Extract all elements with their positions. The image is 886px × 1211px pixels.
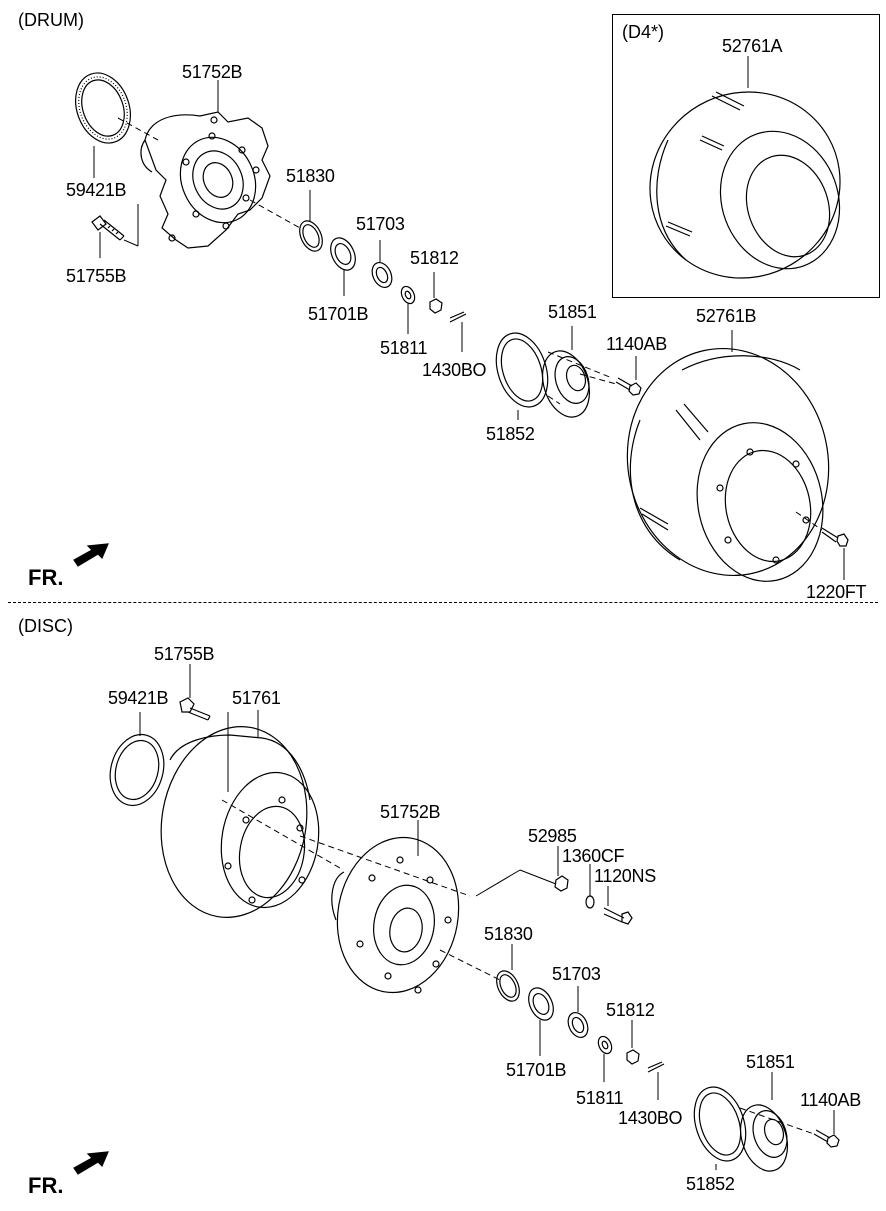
part-label-51811-drum: 51811 bbox=[380, 338, 428, 358]
part-label-52761A: 52761A bbox=[722, 36, 783, 56]
part-label-59421B-drum: 59421B bbox=[66, 180, 127, 200]
part-label-51812-disc: 51812 bbox=[606, 1000, 655, 1020]
part-label-51703-drum: 51703 bbox=[356, 214, 405, 234]
part-label-51755B-disc: 51755B bbox=[154, 644, 215, 664]
section-title-disc: (DISC) bbox=[18, 616, 73, 636]
part-label-51755B-drum: 51755B bbox=[66, 266, 127, 286]
variant-box bbox=[612, 14, 880, 298]
stud-bolt-drum bbox=[92, 216, 124, 240]
front-direction-label-drum: FR. bbox=[28, 565, 64, 590]
front-direction-label-disc: FR. bbox=[28, 1173, 64, 1198]
part-label-51811-disc: 51811 bbox=[576, 1088, 624, 1108]
part-label-1140AB-drum: 1140AB bbox=[606, 334, 667, 354]
hub-drum bbox=[141, 112, 270, 248]
part-label-1120NS: 1120NS bbox=[594, 866, 656, 886]
part-label-51701B-disc: 51701B bbox=[506, 1060, 567, 1080]
part-label-51701B-drum: 51701B bbox=[308, 304, 369, 324]
section-title-drum: (DRUM) bbox=[18, 10, 84, 30]
part-label-51703-disc: 51703 bbox=[552, 964, 601, 984]
part-label-1430BO-disc: 1430BO bbox=[618, 1108, 683, 1128]
part-label-52985: 52985 bbox=[528, 826, 577, 846]
part-label-51830-disc: 51830 bbox=[484, 924, 533, 944]
part-label-51851-disc: 51851 bbox=[746, 1052, 795, 1072]
part-label-51852-drum: 51852 bbox=[486, 424, 535, 444]
part-label-51851-drum: 51851 bbox=[548, 302, 597, 322]
part-label-51752B-disc: 51752B bbox=[380, 802, 441, 822]
part-label-1360CF: 1360CF bbox=[562, 846, 625, 866]
part-label-1220FT: 1220FT bbox=[806, 582, 867, 602]
part-label-51852-disc: 51852 bbox=[686, 1174, 735, 1194]
part-label-51830-drum: 51830 bbox=[286, 166, 335, 186]
part-label-51812-drum: 51812 bbox=[410, 248, 459, 268]
section-divider bbox=[8, 602, 878, 603]
part-label-51761: 51761 bbox=[232, 688, 281, 708]
part-label-51752B-drum: 51752B bbox=[182, 62, 243, 82]
front-arrow-disc bbox=[74, 1152, 108, 1174]
brake-rotor-disc bbox=[146, 715, 329, 929]
brake-drum-52761B bbox=[606, 330, 849, 595]
part-label-59421B-disc: 59421B bbox=[108, 688, 169, 708]
part-label-1140AB-disc: 1140AB bbox=[800, 1090, 861, 1110]
part-label-1430BO-drum: 1430BO bbox=[422, 360, 487, 380]
brake-drum-52761A bbox=[616, 57, 874, 312]
variant-title: (D4*) bbox=[622, 22, 665, 42]
tone-ring-drum bbox=[66, 65, 139, 150]
front-arrow-drum bbox=[74, 544, 108, 566]
part-label-52761B: 52761B bbox=[696, 306, 757, 326]
hub-disc bbox=[325, 828, 470, 1002]
